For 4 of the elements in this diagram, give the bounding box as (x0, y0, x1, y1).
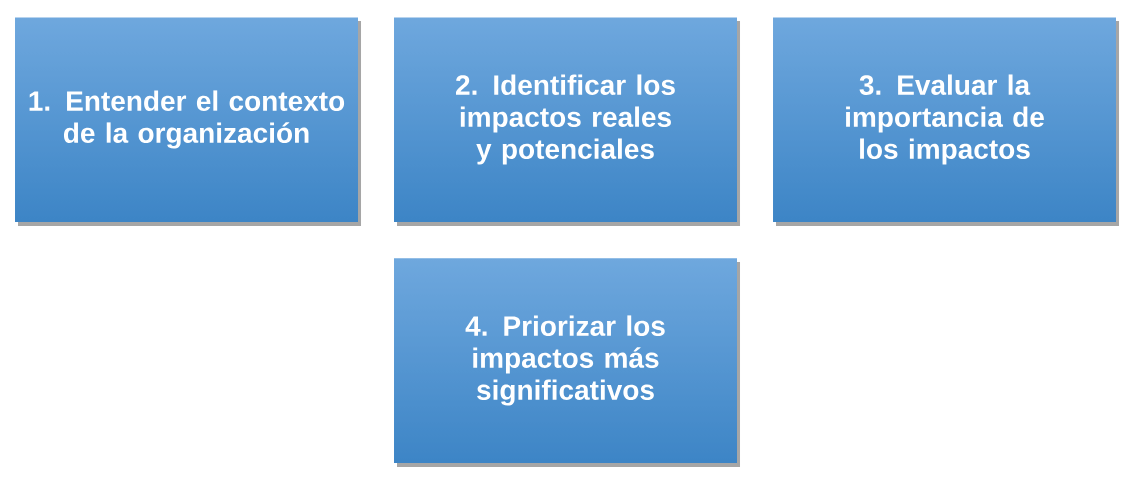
process-box: 1. Entender el contexto de la organización (15, 17, 361, 226)
process-box: 2. Identificar los impactos reales y potenciales (394, 17, 740, 226)
process-box: 3. Evaluar la importancia de los impactos (773, 17, 1119, 226)
process-box: 4. Priorizar los impactos más significativos (394, 258, 740, 467)
